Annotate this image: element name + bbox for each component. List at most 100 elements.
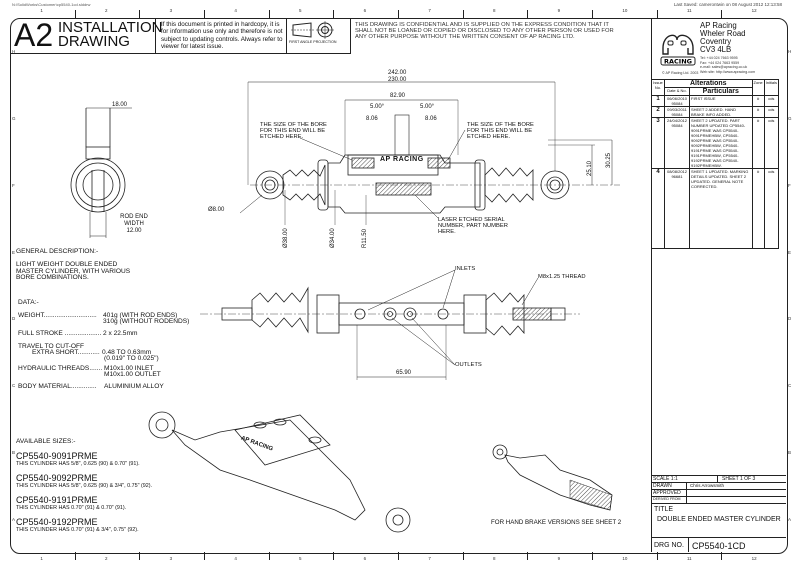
col-initials: Initials: [763, 79, 780, 96]
size-note: THIS CYLINDER HAS 5/8", 0.625 (90) & 3/4…: [16, 483, 153, 489]
dim-angle-left: 5.00°: [370, 104, 385, 110]
dim-height-2: 30.25: [606, 152, 612, 168]
iso-body-outline: [171, 419, 366, 521]
dim-dia-38: Ø38.00: [283, 228, 289, 248]
top-left-boot: [251, 286, 309, 334]
size-note: THIS CYLINDER HAS 0.70" (91) & 3/4", 0.7…: [16, 527, 139, 533]
hand-brake-note: FOR HAND BRAKE VERSIONS SEE SHEET 2: [491, 519, 622, 526]
company-address-2: Coventry: [700, 37, 732, 46]
grid-column-label: 11: [687, 8, 692, 13]
grid-row-label: C: [788, 383, 792, 389]
ap-racing-logo: RACING: [660, 34, 696, 66]
first-angle-projection-icon: [291, 21, 334, 39]
copyright: © AP Racing Ltd. 2003: [662, 71, 699, 75]
top-view: [200, 269, 580, 380]
spec-material-value: ALUMINIUM ALLOY: [104, 383, 164, 390]
end-view: [70, 107, 132, 238]
grid-tick: [592, 10, 593, 18]
grid-tick: [398, 10, 399, 18]
grid-row-label: H: [788, 49, 792, 55]
grid-column-label: 11: [687, 556, 692, 561]
grid-tick: [527, 552, 529, 560]
grid-tick: [527, 10, 529, 18]
dim-offset-left: 8.06: [366, 116, 378, 122]
divider: [286, 18, 287, 54]
grid-column-label: 4: [234, 556, 237, 561]
alteration-initials: cds: [763, 168, 780, 249]
tb-line: [717, 475, 718, 482]
bore-etch-left: [351, 157, 375, 169]
grid-tick: [592, 552, 593, 560]
grid-tick: [656, 10, 658, 18]
dim-height-1: 25.10: [587, 160, 593, 176]
end-view-rod: [85, 146, 111, 160]
hardcopy-notice: If this document is printed in hardcopy,…: [161, 21, 283, 51]
alteration-number: 95084: [671, 123, 683, 128]
spec-weight-value2: 310g (WITHOUT RODENDS): [103, 318, 190, 325]
tb-line: [688, 537, 689, 552]
company-contact: Tel: +44 024 7663 9595 Fax: +44 024 7663…: [700, 56, 755, 74]
alteration-number: 95084: [671, 101, 683, 106]
grid-column-label: 12: [751, 556, 757, 561]
tb-drg-value: CP5540-1CD: [692, 541, 746, 551]
grid-tick: [333, 552, 335, 560]
grid-row-label: B: [788, 449, 792, 455]
spec-threads-value: M10x1.00 INLET: [104, 365, 154, 372]
grid-row-label: H: [12, 49, 16, 55]
drawing-frame: [10, 18, 788, 554]
grid-tick: [333, 10, 335, 18]
alteration-date-value: 09/03/2011: [667, 107, 687, 112]
grid-column-label: 9: [557, 556, 561, 561]
grid-row-label: E: [788, 249, 792, 255]
grid-column-label: 2: [105, 556, 108, 561]
grid-row-label: F: [788, 182, 791, 188]
spec-extra-short-value2: (0.019" TO 0.025"): [104, 355, 159, 362]
available-sizes-heading: AVAILABLE SIZES:-: [16, 438, 76, 445]
general-description-heading: GENERAL DESCRIPTION:-: [16, 248, 99, 255]
spec-weight-value: 401g (WITH ROD ENDS): [103, 312, 178, 319]
grid-column-label: 2: [105, 8, 108, 13]
dim-overall-1: 242.00: [388, 70, 407, 76]
tb-drawn-label: DRAWN: [653, 483, 672, 489]
callout-bore-right: THE SIZE OF THE BORE FOR THIS END WILL B…: [467, 122, 534, 140]
grid-column-label: 12: [751, 8, 757, 13]
grid-column-label: 6: [363, 8, 367, 13]
rod-end-value: 12.00: [126, 228, 142, 234]
rod-end-width: ROD END WIDTH 12.00: [114, 214, 154, 235]
spec-material-label: BODY MATERIAL..............: [18, 383, 97, 390]
tb-drawn-value: Chris Arrowsmith: [690, 483, 725, 488]
company-postcode: CV3 4LB: [700, 45, 732, 54]
tb-line: [651, 475, 786, 476]
divider: [350, 18, 351, 54]
projection-label: FIRST ANGLE PROJECTION: [289, 40, 337, 44]
grid-tick: [74, 552, 76, 560]
grid-column-label: 7: [428, 8, 431, 13]
dim-radius: R11.50: [362, 229, 368, 248]
divider: [155, 18, 156, 54]
isometric-view-large: [148, 411, 411, 533]
callout-bore-left: THE SIZE OF THE BORE FOR THIS END WILL B…: [260, 122, 327, 140]
company-address: AP Racing Wheler Road Coventry CV3 4LB: [700, 22, 746, 54]
grid-tick: [74, 10, 76, 18]
dim-overall-2: 230.00: [388, 77, 407, 83]
dim-offset-right: 8.06: [425, 116, 437, 122]
tb-drg-label: DRG NO.: [654, 542, 684, 549]
company-web: Web site: http://www.apracing.com: [700, 69, 756, 74]
callout-outlets: OUTLETS: [455, 362, 482, 368]
grid-row-label: D: [788, 316, 792, 322]
dim-port-spacing: 65.90: [396, 370, 412, 376]
header-divider: [10, 53, 350, 54]
grid-column-label: 10: [622, 556, 628, 561]
grid-tick: [139, 552, 141, 560]
left-boot: [282, 164, 326, 206]
size-code: CP5540-9091PRME: [16, 451, 98, 461]
grid-column-label: 5: [299, 556, 302, 561]
company-email: e-mail: sales@apracing.co.uk: [700, 65, 748, 70]
sheet-size: A2: [14, 17, 54, 53]
tb-line: [686, 482, 687, 503]
